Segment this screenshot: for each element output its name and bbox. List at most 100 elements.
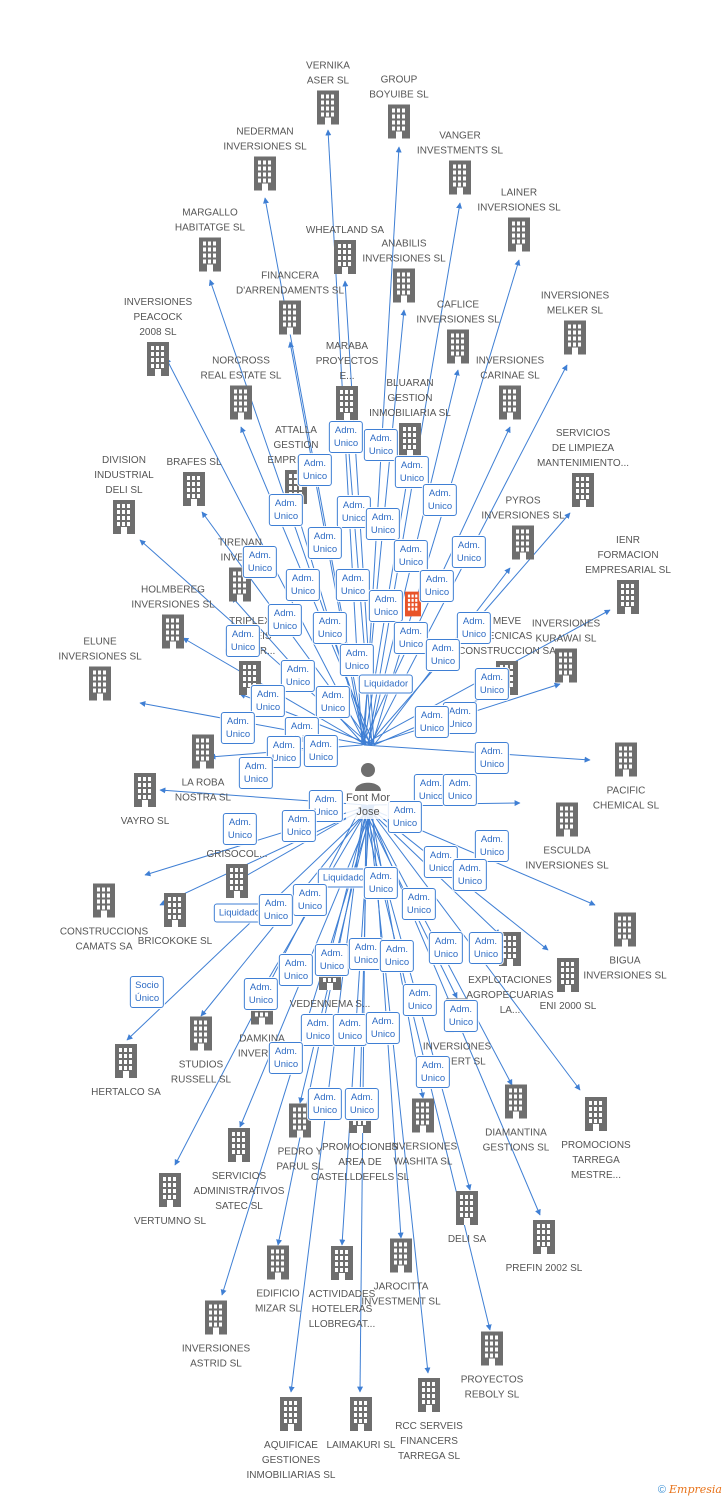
- role-badge[interactable]: Adm. Unico: [402, 984, 438, 1016]
- role-badge[interactable]: Adm. Unico: [401, 888, 437, 920]
- role-badge[interactable]: Liquidador: [213, 903, 269, 923]
- role-badge[interactable]: Adm. Unico: [281, 810, 317, 842]
- role-badge[interactable]: Adm. Unico: [422, 484, 458, 516]
- company-node-brafes[interactable]: BRAFES SL: [119, 455, 269, 511]
- company-node-eni2000[interactable]: ENI 2000 SL: [493, 957, 643, 1014]
- company-node-prefin[interactable]: PREFIN 2002 SL: [469, 1219, 619, 1276]
- company-node-vertumno[interactable]: VERTUMNO SL: [95, 1172, 245, 1229]
- company-node-laimakuri[interactable]: LAIMAKURI SL: [286, 1396, 436, 1453]
- company-node-nederman[interactable]: NEDERMAN INVERSIONES SL: [190, 125, 340, 196]
- role-badge[interactable]: Adm. Unico: [243, 978, 279, 1010]
- role-badge[interactable]: Adm. Unico: [363, 429, 399, 461]
- company-node-vayro[interactable]: VAYRO SL: [70, 772, 220, 829]
- company-node-pacific[interactable]: PACIFIC CHEMICAL SL: [551, 742, 701, 814]
- role-badge[interactable]: Adm. Unico: [363, 867, 399, 899]
- role-badge[interactable]: Liquidador: [358, 674, 414, 694]
- company-node-explotaciones[interactable]: EXPLOTACIONES AGROPECUARIAS LA...: [435, 931, 585, 1018]
- company-node-jarocitta[interactable]: JAROCITTA INVESTMENT SL: [326, 1238, 476, 1310]
- company-node-esculda[interactable]: ESCULDA INVERSIONES SL: [492, 802, 642, 874]
- role-badge[interactable]: Adm. Unico: [335, 569, 371, 601]
- company-node-elune[interactable]: ELUNE INVERSIONES SL: [25, 635, 175, 706]
- company-node-pyros[interactable]: PYROS INVERSIONES SL: [448, 494, 598, 565]
- role-badge[interactable]: Adm. Unico: [413, 774, 449, 806]
- company-node-vanger[interactable]: VANGER INVESTMENTS SL: [385, 129, 535, 200]
- company-node-rcc[interactable]: RCC SERVEIS FINANCERS TARREGA SL: [354, 1377, 504, 1464]
- role-badge[interactable]: Adm. Unico: [225, 625, 261, 657]
- role-badge[interactable]: Liquidador: [317, 868, 373, 888]
- role-badge[interactable]: Adm. Unico: [425, 639, 461, 671]
- company-node-astrid[interactable]: INVERSIONES ASTRID SL: [141, 1300, 291, 1372]
- role-badge[interactable]: Adm. Unico: [339, 644, 375, 676]
- company-node-limpieza[interactable]: SERVICIOS DE LIMPIEZA MANTENIMIENTO...: [508, 426, 658, 512]
- company-node-washita[interactable]: INVERSIONES WASHITA SL: [348, 1098, 498, 1170]
- role-badge[interactable]: Adm. Unico: [468, 932, 504, 964]
- role-badge[interactable]: Adm. Unico: [268, 494, 304, 526]
- role-badge[interactable]: Adm. Unico: [419, 570, 455, 602]
- company-node-tarrega[interactable]: PROMOCIONS TARREGA MESTRE...: [521, 1096, 671, 1183]
- role-badge[interactable]: Adm. Unico: [250, 685, 286, 717]
- role-badge[interactable]: Adm. Unico: [300, 1014, 336, 1046]
- role-badge[interactable]: Adm. Unico: [451, 536, 487, 568]
- role-badge[interactable]: Adm. Unico: [365, 508, 401, 540]
- role-badge[interactable]: Adm. Unico: [242, 546, 278, 578]
- role-badge[interactable]: Socio Único: [129, 976, 165, 1008]
- role-badge[interactable]: Adm. Unico: [303, 735, 339, 767]
- company-node-camats[interactable]: CONSTRUCCIONS CAMATS SA: [29, 883, 179, 955]
- company-node-satec[interactable]: SERVICIOS ADMINISTRATIVOS SATEC SL: [164, 1127, 314, 1214]
- company-node-maraba[interactable]: MARABA PROYECTOS E...: [272, 339, 422, 425]
- role-badge[interactable]: Adm. Unico: [312, 612, 348, 644]
- role-badge[interactable]: Adm. Unico: [368, 590, 404, 622]
- company-node-carinae[interactable]: INVERSIONES CARINAE SL: [435, 354, 585, 425]
- company-node-norcross[interactable]: NORCROSS REAL ESTATE SL: [166, 354, 316, 425]
- company-node-bluaran[interactable]: BLUARAN GESTION INMOBILIARIA SL: [335, 376, 485, 462]
- role-badge[interactable]: Adm. Unico: [280, 660, 316, 692]
- company-node-bricokoke[interactable]: BRICOKOKE SL: [100, 892, 250, 949]
- company-node-deli[interactable]: DELI SA: [392, 1190, 542, 1247]
- role-badge[interactable]: Adm. Unico: [452, 859, 488, 891]
- person-node[interactable]: Font Mor Jose: [328, 761, 408, 819]
- role-badge[interactable]: Adm. Unico: [268, 1042, 304, 1074]
- company-node-ienr[interactable]: IENR FORMACION EMPRESARIAL SL: [553, 533, 703, 619]
- role-badge[interactable]: Adm. Unico: [285, 569, 321, 601]
- role-badge[interactable]: Adm. Unico: [307, 1088, 343, 1120]
- company-node-kurawai[interactable]: INVERSIONES KURAWAI SL: [491, 617, 641, 688]
- role-badge[interactable]: Adm. Unico: [393, 622, 429, 654]
- highlighted-building-icon[interactable]: [405, 590, 421, 623]
- company-node-diamantina[interactable]: DIAMANTINA GESTIONS SL: [441, 1084, 591, 1156]
- role-badge[interactable]: Adm. Unico: [415, 1056, 451, 1088]
- company-node-laroba[interactable]: LA ROBA NOSTRA SL: [128, 734, 278, 806]
- company-node-division[interactable]: DIVISION INDUSTRIAL DELI SL: [49, 453, 199, 539]
- role-badge[interactable]: Adm. Unico: [336, 496, 372, 528]
- role-badge[interactable]: Adm. Unico: [315, 686, 351, 718]
- company-node-caflice[interactable]: CAFLICE INVERSIONES SL: [383, 298, 533, 369]
- company-node-holmbereg[interactable]: HOLMBEREG INVERSIONES SL: [98, 583, 248, 654]
- role-badge[interactable]: Adm. Unico: [278, 954, 314, 986]
- role-badge[interactable]: Adm. Unico: [344, 1088, 380, 1120]
- company-node-anabilis[interactable]: ANABILIS INVERSIONES SL: [329, 237, 479, 308]
- role-badge[interactable]: Adm. Unico: [442, 774, 478, 806]
- company-node-pedro[interactable]: PEDRO Y PARUL SL: [225, 1103, 375, 1175]
- company-node-group-boyuibe[interactable]: GROUP BOYUIBE SL: [324, 73, 474, 144]
- company-node-bigua[interactable]: BIGUA INVERSIONES SL: [550, 912, 700, 984]
- role-badge[interactable]: Adm. Unico: [297, 454, 333, 486]
- company-node-aquificae[interactable]: AQUIFICAE GESTIONES INMOBILIARIAS SL: [216, 1396, 366, 1483]
- footer-brand[interactable]: © Empresia: [658, 1483, 722, 1496]
- role-badge[interactable]: Adm. Unico: [474, 742, 510, 774]
- role-badge[interactable]: Adm. Unico: [394, 456, 430, 488]
- role-badge[interactable]: Adm. Unico: [456, 612, 492, 644]
- role-badge[interactable]: Adm. Unico: [474, 668, 510, 700]
- role-badge[interactable]: Adm. Unico: [292, 884, 328, 916]
- company-node-peacock[interactable]: INVERSIONES PEACOCK 2008 SL: [83, 295, 233, 381]
- role-badge[interactable]: Adm. Unico: [222, 813, 258, 845]
- company-node-margallo[interactable]: MARGALLO HABITATGE SL: [135, 206, 285, 277]
- role-badge[interactable]: Adm. Unico: [348, 938, 384, 970]
- role-badge[interactable]: Adm. Unico: [314, 944, 350, 976]
- role-badge[interactable]: Adm. Unico: [393, 540, 429, 572]
- company-node-grisocol[interactable]: GRISOCOL...: [162, 847, 312, 903]
- role-badge[interactable]: Adm. Unico: [328, 421, 364, 453]
- company-node-financera[interactable]: FINANCERA D'ARRENDAMENTS SL: [215, 269, 365, 340]
- role-badge[interactable]: Adm. Unico: [307, 527, 343, 559]
- company-node-wheatland[interactable]: WHEATLAND SA: [270, 223, 420, 279]
- role-badge[interactable]: Adm. Unico: [258, 894, 294, 926]
- company-node-melker[interactable]: INVERSIONES MELKER SL: [500, 289, 650, 360]
